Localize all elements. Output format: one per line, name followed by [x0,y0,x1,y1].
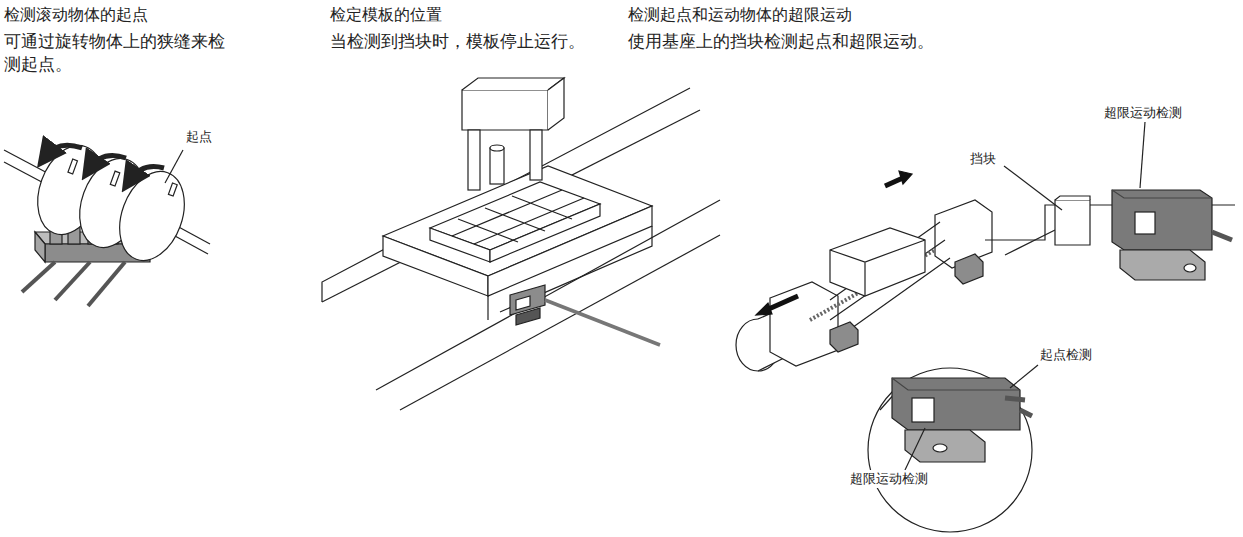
part-label: 超限运动检测 [850,470,928,488]
panel-description: 可通过旋转物体上的狭缝来检测起点。 [4,30,236,76]
panel-heading: 检定模板的位置 [330,4,442,26]
part-label: 起点 [186,128,212,146]
part-label: 挡块 [970,150,996,168]
part-label: 超限运动检测 [1104,104,1182,122]
panel-heading: 检测起点和运动物体的超限运动 [628,4,852,26]
linear-actuator [736,122,1235,532]
part-label: 起点检测 [1040,346,1092,364]
panel-heading: 检测滚动物体的起点 [4,4,148,26]
panel-description: 当检测到挡块时，模板停止运行。 [330,30,585,53]
panel-description: 使用基座上的挡块检测起点和超限运动。 [628,30,934,53]
template-stage [322,78,720,410]
rotating-discs [4,137,210,306]
